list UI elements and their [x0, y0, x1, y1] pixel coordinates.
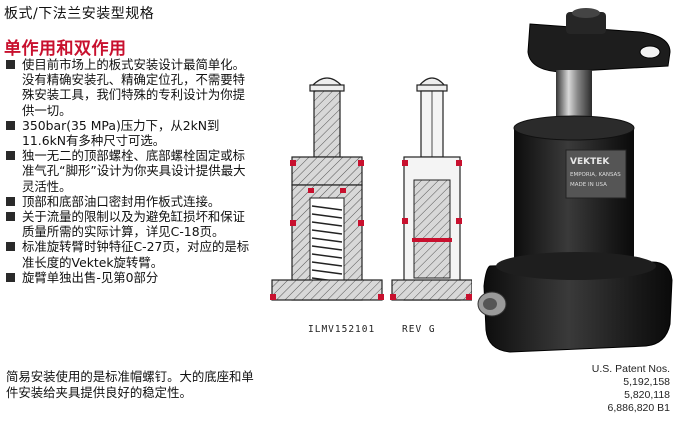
patent-numbers: U.S. Patent Nos. 5,192,158 5,820,118 6,8…	[590, 363, 670, 415]
city-label: EMPORIA, KANSAS	[570, 172, 621, 178]
page-title: 板式/下法兰安装型规格	[4, 6, 155, 22]
square-bullet-icon	[6, 120, 15, 130]
feature-item: 顶部和底部油口密封用作板式连接。	[6, 194, 256, 209]
swing-clamp-product-image: VEKTEK EMPORIA, KANSAS MADE IN USA	[477, 8, 673, 353]
brand-label: VEKTEK	[570, 157, 610, 167]
section-heading: 单作用和双作用	[4, 39, 127, 59]
patent-heading: U.S. Patent Nos.	[591, 363, 670, 375]
patent-number: 6,886,820 B1	[607, 402, 670, 414]
drawing-caption-left: ILMV152101	[308, 324, 376, 335]
square-bullet-icon	[6, 212, 15, 222]
square-bullet-icon	[6, 196, 15, 206]
feature-item: 350bar(35 MPa)压力下，从2kN到11.6kN有多种尺寸可选。	[6, 118, 256, 148]
feature-list: 使目前市场上的板式安装设计最简单化。没有精确安装孔、精确定位孔，不需要特殊安装工…	[6, 57, 256, 285]
right-section-view	[390, 77, 472, 301]
feature-item: 使目前市场上的板式安装设计最简单化。没有精确安装孔、精确定位孔，不需要特殊安装工…	[6, 57, 256, 118]
square-bullet-icon	[6, 242, 15, 252]
square-bullet-icon	[6, 60, 15, 69]
feature-item: 标准旋转臂时钟特征C-27页，对应的是标准长度的Vektek旋转臂。	[6, 239, 256, 270]
feature-item: 旋臂单独出售-见第0部分	[6, 270, 256, 285]
patent-number: 5,820,118	[624, 389, 670, 401]
made-in-label: MADE IN USA	[570, 182, 607, 188]
feature-item: 独一无二的顶部螺栓、底部螺栓固定或标准气孔“脚形”设计为你夹具设计提供最大灵活性…	[6, 148, 256, 194]
cross-section-drawing	[270, 77, 472, 301]
feature-item: 关于流量的限制以及为避免缸损坏和保证质量所需的实际计算，详见C-18页。	[6, 209, 256, 239]
drawing-caption-right: REV G	[402, 324, 436, 335]
square-bullet-icon	[6, 151, 15, 161]
footer-paragraph: 简易安装使用的是标准帽螺钉。大的底座和单件安装给夹具提供良好的稳定性。	[6, 369, 254, 400]
patent-number: 5,192,158	[623, 376, 670, 388]
left-section-view	[270, 77, 384, 301]
square-bullet-icon	[6, 272, 15, 282]
